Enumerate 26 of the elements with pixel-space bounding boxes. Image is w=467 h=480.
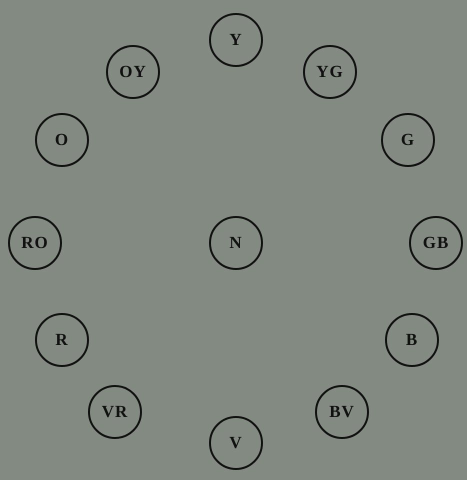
circle-label: G	[400, 130, 416, 150]
circle-label: GB	[422, 233, 450, 253]
circle-label: B	[406, 330, 418, 350]
color-circle	[381, 113, 435, 167]
circle-label: RO	[21, 233, 49, 253]
color-circle	[35, 113, 89, 167]
color-circle	[409, 216, 463, 270]
color-circle	[106, 45, 160, 99]
color-circle	[385, 313, 439, 367]
circle-label: OY	[119, 62, 147, 82]
color-circle	[35, 313, 89, 367]
color-circle	[209, 13, 263, 67]
circle-label: O	[54, 130, 70, 150]
color-circle	[315, 385, 369, 439]
circle-label: YG	[316, 62, 344, 82]
circle-label: N	[229, 233, 243, 253]
circle-label: VR	[102, 402, 128, 422]
color-circle	[88, 385, 142, 439]
circle-label: Y	[229, 30, 243, 50]
color-circle	[209, 416, 263, 470]
circle-label: BV	[329, 402, 355, 422]
color-circle	[8, 216, 62, 270]
circle-label: V	[229, 433, 243, 453]
circle-label: R	[55, 330, 69, 350]
color-circle	[209, 216, 263, 270]
color-circle	[303, 45, 357, 99]
